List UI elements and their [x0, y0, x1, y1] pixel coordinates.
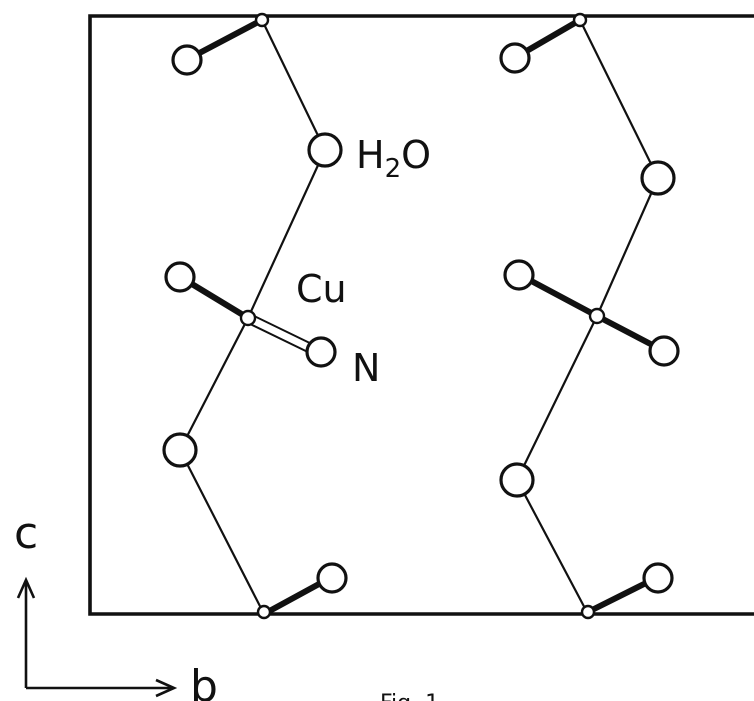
label-nitrogen: N [352, 346, 380, 390]
axis-c-label: c [14, 508, 38, 559]
atom-water-left-lower [162, 432, 198, 468]
atom-n-bottom-left [316, 562, 348, 594]
bond-cu-n-double-a [249, 313, 319, 348]
chain-left [162, 12, 348, 620]
atom-n-mid-right-a [503, 259, 535, 291]
bond-cu-n-double-b [245, 321, 315, 356]
atom-n-top-left [171, 44, 203, 76]
label-copper: Cu [296, 267, 347, 311]
axis-c-arrowhead [16, 576, 36, 599]
atom-n-top-right [499, 42, 531, 74]
label-water-subscript: 2 [385, 154, 402, 184]
atom-n-mid-left-a [164, 261, 196, 293]
label-water-o: O [401, 133, 431, 177]
axes-indicator: c b [14, 508, 218, 701]
atom-n-mid-left-b [305, 336, 337, 368]
figure-caption: Fig. 1 [380, 691, 439, 701]
chain-right-zigzag [515, 19, 660, 615]
chain-right [499, 12, 680, 620]
atom-water-right-lower [499, 462, 535, 498]
atom-cu-mid-right [588, 307, 606, 325]
atom-cu-top-left [254, 12, 270, 28]
atom-water-right-upper [640, 160, 676, 196]
atom-n-mid-right-b [648, 335, 680, 367]
atom-cu-top-right [572, 12, 588, 28]
atom-n-bottom-right [642, 562, 674, 594]
atom-water-left-upper [307, 132, 343, 168]
bond-cu-top-left [187, 17, 265, 61]
atom-cu-bottom-left [256, 604, 272, 620]
bond-cu-mid-right-a [519, 273, 600, 319]
label-water: H2O [356, 133, 431, 184]
axis-b-label: b [190, 661, 218, 701]
unit-cell-frame [88, 14, 754, 616]
axis-b-arrowhead [155, 678, 178, 698]
atom-cu-bottom-right [580, 604, 596, 620]
label-water-h: H [356, 133, 385, 177]
atom-cu-mid-left [239, 309, 257, 327]
